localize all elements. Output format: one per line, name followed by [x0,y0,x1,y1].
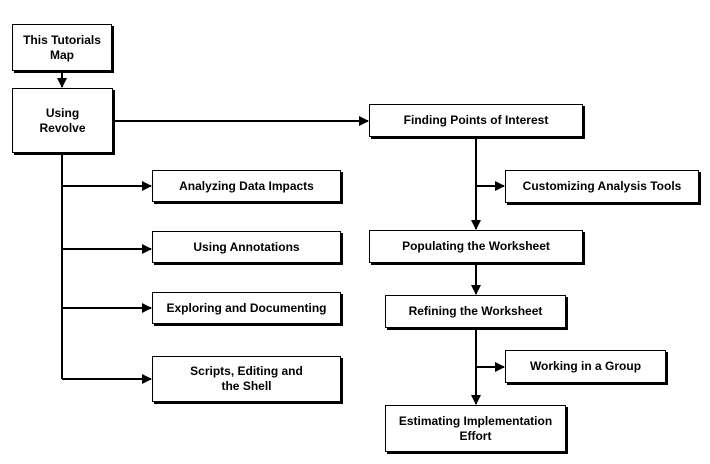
node-estimating-effort-label: Estimating Implementation Effort [398,413,553,443]
node-using-annotations-label: Using Annotations [193,239,300,254]
node-refining-worksheet[interactable]: Refining the Worksheet [385,295,566,328]
node-tutorials-map[interactable]: This Tutorials Map [12,24,112,71]
node-analyzing-data-impacts-label: Analyzing Data Impacts [179,178,314,193]
node-estimating-effort[interactable]: Estimating Implementation Effort [385,405,566,452]
node-scripts-editing-shell[interactable]: Scripts, Editing and the Shell [152,356,341,402]
node-using-revolve-label: Using Revolve [39,105,86,135]
node-customizing-tools-label: Customizing Analysis Tools [522,179,682,193]
node-populating-worksheet[interactable]: Populating the Worksheet [369,230,583,263]
node-exploring-documenting[interactable]: Exploring and Documenting [152,292,341,324]
node-scripts-editing-shell-label: Scripts, Editing and the Shell [190,364,303,393]
node-using-annotations[interactable]: Using Annotations [152,231,341,263]
node-finding-points[interactable]: Finding Points of Interest [369,104,583,137]
node-finding-points-label: Finding Points of Interest [403,113,549,127]
node-populating-worksheet-label: Populating the Worksheet [402,239,550,253]
node-refining-worksheet-label: Refining the Worksheet [408,304,543,318]
node-using-revolve[interactable]: Using Revolve [12,88,113,153]
node-exploring-documenting-label: Exploring and Documenting [166,300,327,315]
node-customizing-tools[interactable]: Customizing Analysis Tools [505,170,699,203]
node-tutorials-map-label: This Tutorials Map [23,32,101,62]
node-working-group-label: Working in a Group [529,359,642,373]
node-working-group[interactable]: Working in a Group [505,350,666,383]
node-analyzing-data-impacts[interactable]: Analyzing Data Impacts [152,170,341,202]
